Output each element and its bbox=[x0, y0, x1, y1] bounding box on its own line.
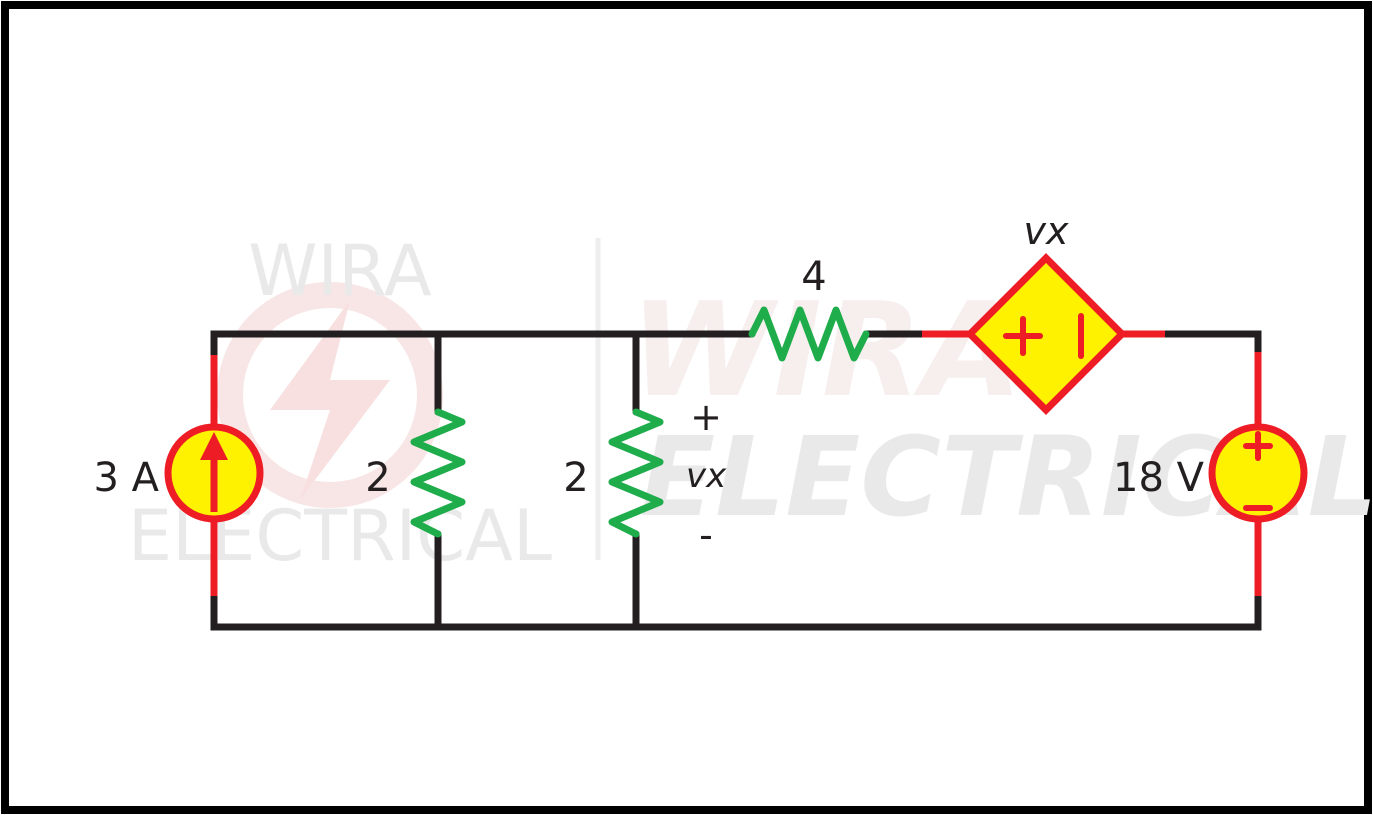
voltage-source-label: 18 V bbox=[1113, 455, 1205, 501]
resistor-3-label: 4 bbox=[801, 254, 826, 300]
resistor-2-zigzag bbox=[608, 408, 664, 538]
wires bbox=[210, 330, 1262, 631]
resistor-2-vx-label: vx bbox=[686, 456, 727, 496]
voltage-source: 18 V bbox=[1113, 352, 1308, 596]
resistor-3-zigzag bbox=[748, 306, 870, 362]
dependent-source-label: vx bbox=[1024, 209, 1069, 253]
resistor-2-plus: + bbox=[690, 395, 722, 439]
current-source: 3 A bbox=[93, 355, 264, 596]
wire-top-left bbox=[210, 330, 756, 359]
resistor-2: 2 + vx - bbox=[563, 395, 727, 557]
dependent-source: vx bbox=[922, 209, 1165, 415]
current-source-label: 3 A bbox=[93, 455, 159, 501]
resistor-2-minus: - bbox=[699, 513, 713, 557]
watermark-logo-ring bbox=[217, 282, 443, 508]
wire-bottom bbox=[210, 592, 1262, 631]
dependent-source-body bbox=[965, 253, 1127, 415]
resistor-3: 4 bbox=[748, 254, 870, 362]
resistor-1-zigzag bbox=[410, 408, 466, 538]
voltage-source-body bbox=[1208, 423, 1308, 523]
resistor-2-label: 2 bbox=[563, 455, 588, 501]
watermark-left-top: WIRA bbox=[248, 230, 432, 312]
resistor-1-label: 2 bbox=[365, 455, 390, 501]
watermark-logo-bolt bbox=[270, 300, 390, 500]
current-source-arrow-icon bbox=[200, 432, 228, 460]
resistor-1: 2 bbox=[365, 408, 466, 538]
watermark-center-top: WIRA bbox=[630, 274, 1022, 426]
wire-top-right bbox=[1161, 330, 1262, 356]
